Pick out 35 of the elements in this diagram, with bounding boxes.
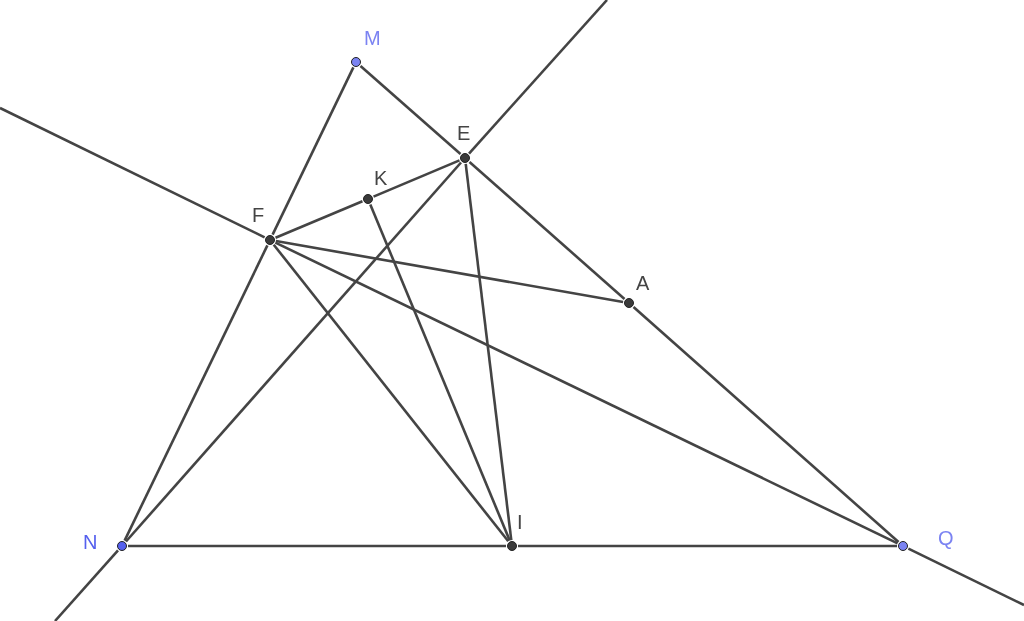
point-label: M [364,28,381,48]
line-segment [275,239,624,304]
line-segment [125,161,462,543]
point-label: E [457,123,471,143]
line-segment [272,243,510,543]
point-marker [265,235,275,245]
point-marker [460,153,470,163]
line-segment [275,200,363,239]
line-segment [518,544,897,548]
line-extension [907,547,1024,607]
point-label: F [252,205,265,225]
point-marker [117,541,127,551]
line-segment [359,65,462,155]
point-label: A [636,273,650,293]
line-segment [464,163,513,541]
line-extension [468,0,608,155]
line-extension [0,106,266,239]
point-label: I [517,512,523,532]
point-marker [898,541,908,551]
line-segment [369,204,511,541]
point-label: N [83,532,98,552]
line-segment [274,241,899,545]
line-segment [468,161,626,300]
point-marker [363,194,373,204]
point-label: K [374,168,388,188]
line-segment [128,544,506,548]
point-marker [351,57,361,67]
line-segment [373,159,460,198]
line-segment [632,306,900,543]
point-label: Q [938,528,954,548]
line-segment [271,66,355,236]
line-extension [54,549,119,621]
point-marker [624,298,634,308]
line-segment [123,244,269,542]
point-marker [507,541,517,551]
